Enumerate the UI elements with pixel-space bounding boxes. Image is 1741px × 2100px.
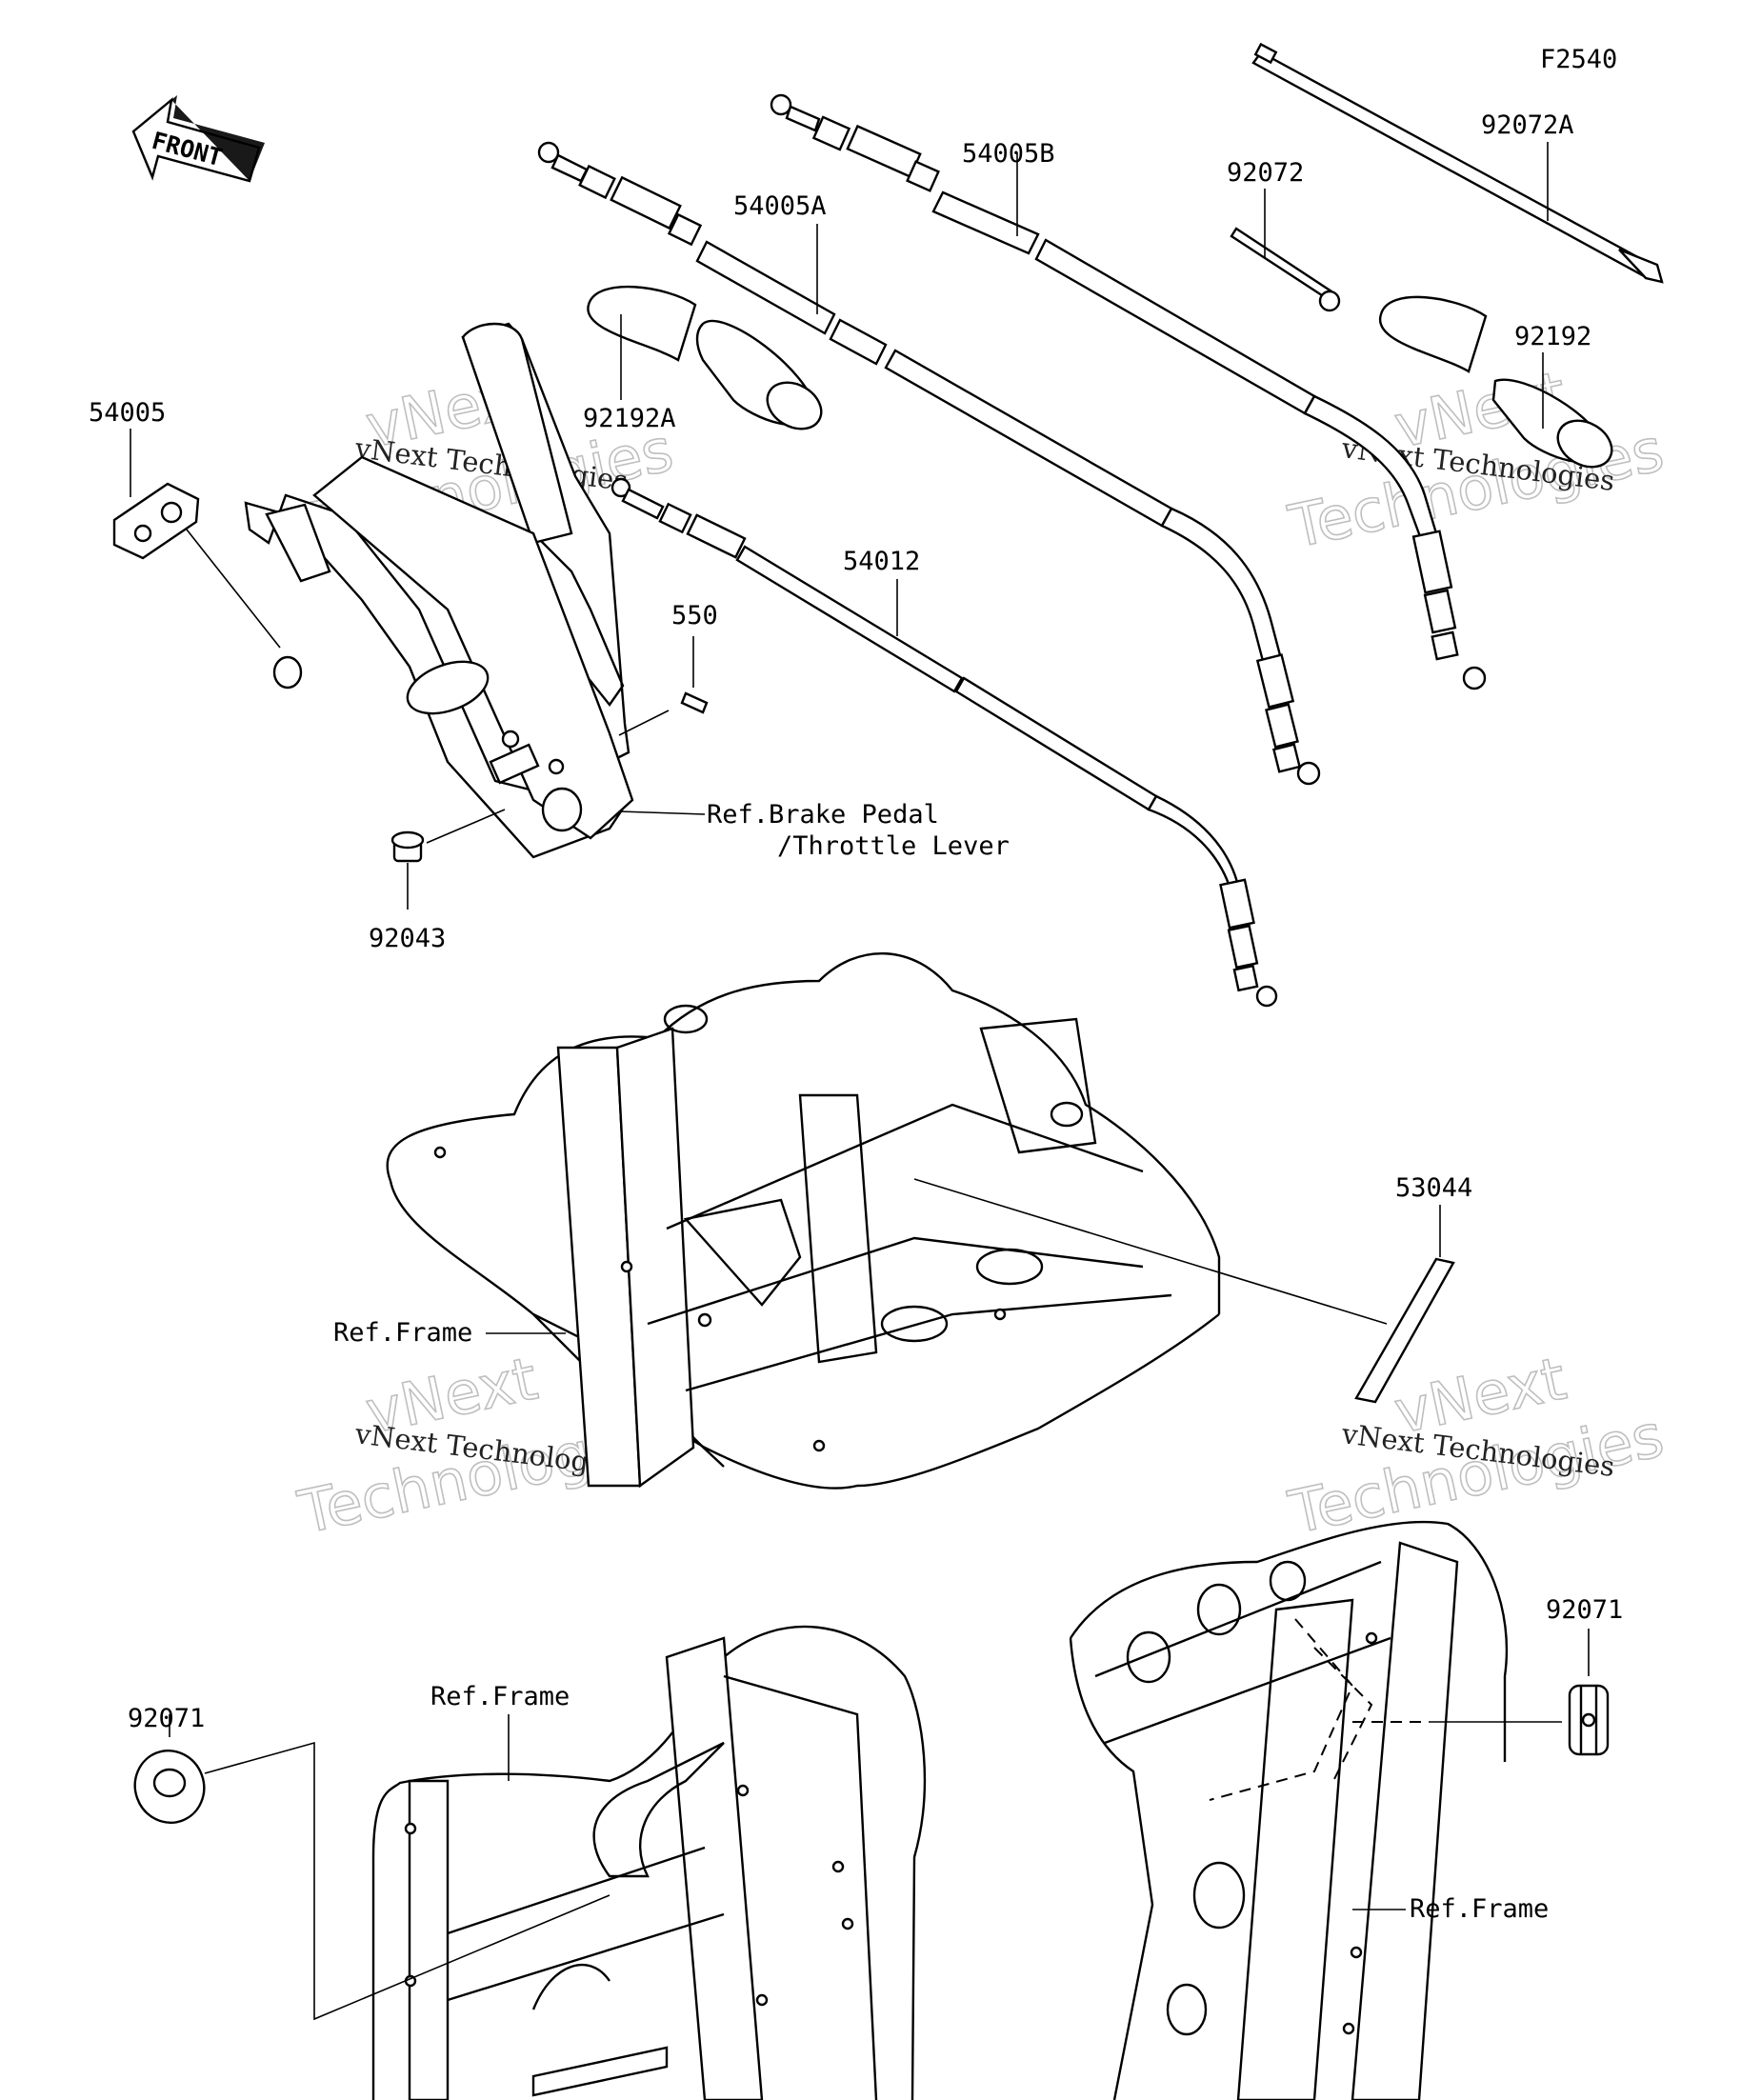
label-92071-left: 92071	[128, 1704, 205, 1733]
frame-center	[386, 952, 1221, 1490]
grommet-92071-right	[1568, 1684, 1610, 1756]
ref-brake-pedal-line2: /Throttle Lever	[777, 831, 1010, 861]
ref-frame-center: Ref.Frame	[333, 1318, 472, 1348]
ref-frame-bottom-right: Ref.Frame	[1410, 1894, 1549, 1924]
label-92192a: 92192A	[583, 404, 676, 433]
label-92043: 92043	[369, 924, 446, 953]
label-550: 550	[671, 601, 718, 630]
label-92072a: 92072A	[1481, 110, 1574, 140]
frame-bottom-left	[371, 1625, 927, 2100]
ref-frame-bottom-left: Ref.Frame	[430, 1682, 570, 1711]
front-arrow-icon: FRONT	[131, 95, 265, 183]
cable-54005a	[537, 141, 1321, 786]
leader-92043	[407, 809, 506, 910]
strap-53044	[1354, 1257, 1455, 1404]
brake-pedal-assembly	[244, 322, 634, 859]
label-54005b: 54005B	[962, 139, 1055, 169]
label-54005: 54005	[89, 398, 166, 428]
label-92192: 92192	[1514, 322, 1591, 351]
grommet-92071-left	[133, 1750, 206, 1824]
label-92072: 92072	[1227, 158, 1304, 188]
boot-92192a	[587, 285, 823, 430]
cable-54012	[610, 477, 1278, 1008]
pin-92043	[390, 830, 425, 863]
label-54005a: 54005A	[733, 191, 827, 221]
leader-92071-right	[1429, 1629, 1590, 1723]
cable-tie-short-92072	[1230, 227, 1341, 312]
watermark-mid-right: vNext Technologies vNext Technologies	[1282, 1343, 1670, 1549]
figure-code: F2540	[1540, 45, 1617, 74]
ref-brake-pedal-line1: Ref.Brake Pedal	[707, 800, 939, 830]
cable-clamp-54005	[112, 482, 303, 690]
boot-92192	[1378, 295, 1613, 469]
leader-92071-left	[169, 1714, 610, 2021]
cable-54005b	[770, 93, 1487, 690]
frame-bottom-right	[1069, 1520, 1509, 2100]
leader-53044-frame	[913, 1178, 1388, 1325]
label-92071-right: 92071	[1546, 1595, 1623, 1625]
leader-brake-pedal	[618, 810, 706, 815]
cotter-pin-550	[680, 691, 709, 714]
watermark-top-right: vNext Technologies vNext Technologies	[1282, 357, 1670, 563]
cable-tie-long-92072a	[1251, 42, 1664, 284]
leader-550	[618, 636, 694, 736]
label-53044: 53044	[1395, 1173, 1472, 1203]
label-54012: 54012	[843, 547, 920, 576]
